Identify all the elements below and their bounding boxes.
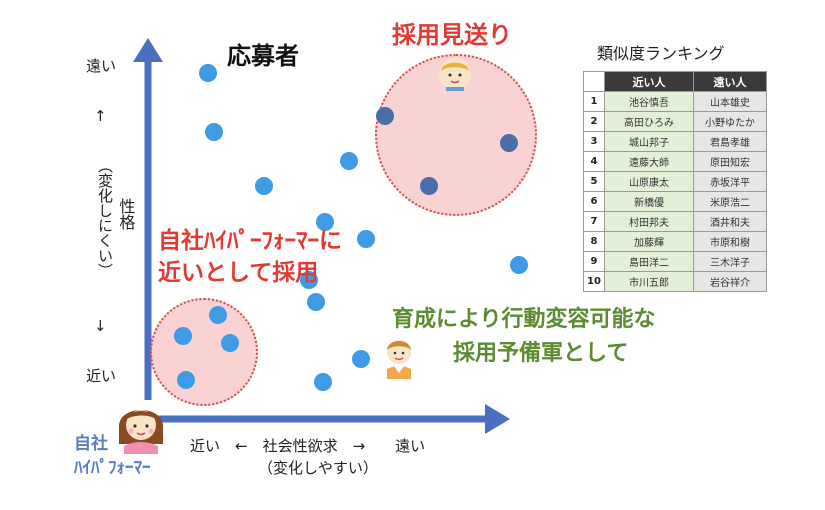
- applicant-point[interactable]: [376, 107, 394, 125]
- applicant-point[interactable]: [174, 327, 192, 345]
- applicant-point[interactable]: [314, 373, 332, 391]
- rank-number: 8: [583, 231, 605, 252]
- man-avatar-icon: [439, 58, 471, 91]
- applicant-point[interactable]: [307, 293, 325, 311]
- applicant-point[interactable]: [300, 271, 318, 289]
- applicant-point[interactable]: [510, 256, 528, 274]
- near-person: 池谷慎吾: [604, 91, 694, 112]
- y-axis-bottom-label: 近い: [86, 367, 117, 385]
- reserve-label-line1: 育成により行動変容可能な: [392, 307, 656, 332]
- woman-avatar-icon: [118, 410, 164, 454]
- applicant-point[interactable]: [209, 306, 227, 324]
- rank-number: 6: [583, 191, 605, 212]
- applicant-point[interactable]: [420, 177, 438, 195]
- near-person: 島田洋二: [604, 251, 694, 272]
- far-person: 原田知宏: [693, 151, 767, 172]
- hire-label-line1: 自社ﾊｲﾊﾟｰﾌｫｰﾏｰに: [158, 228, 342, 254]
- near-person: 市川五郎: [604, 271, 694, 292]
- near-person: 山原康太: [604, 171, 694, 192]
- applicant-point[interactable]: [340, 152, 358, 170]
- applicant-point[interactable]: [352, 350, 370, 368]
- near-person: 加藤輝: [604, 231, 694, 252]
- y-axis-up-arrow: ↑: [94, 107, 107, 125]
- rank-number: 9: [583, 251, 605, 272]
- rank-number: 2: [583, 111, 605, 132]
- rank-number: 5: [583, 171, 605, 192]
- hire-label: 自社ﾊｲﾊﾟｰﾌｫｰﾏｰに 近いとして採用: [158, 225, 342, 289]
- applicant-point[interactable]: [205, 123, 223, 141]
- ranking-title: 類似度ランキング: [597, 44, 725, 63]
- far-person: 赤坂洋平: [693, 171, 767, 192]
- far-person: 山本雄史: [693, 91, 767, 112]
- ranking-header-far: 遠い人: [693, 71, 767, 92]
- y-axis-arrowhead: [133, 38, 163, 62]
- near-person: 村田邦夫: [604, 211, 694, 232]
- far-person: 三木洋子: [693, 251, 767, 272]
- rejected-label: 採用見送り: [392, 21, 512, 49]
- reserve-label-line2: 採用予備軍として: [453, 341, 629, 366]
- y-axis-sub-label: （変化しにくい）: [96, 158, 114, 278]
- origin-label: 自社 ﾊｲﾊﾟﾌｫｰﾏｰ: [74, 432, 151, 480]
- x-axis-sub-label: （変化しやすい）: [258, 459, 378, 477]
- x-axis-arrowhead: [485, 404, 510, 434]
- applicant-point[interactable]: [177, 371, 195, 389]
- y-axis-name: 性格: [116, 198, 136, 230]
- rank-number: 3: [583, 131, 605, 152]
- origin-label-line1: 自社: [74, 434, 108, 454]
- rank-number: 10: [583, 271, 605, 292]
- far-person: 君島孝雄: [693, 131, 767, 152]
- x-axis-label: 近い ← 社会性欲求 → 遠い: [190, 437, 426, 455]
- y-axis-top-label: 遠い: [86, 57, 117, 75]
- applicant-point[interactable]: [357, 230, 375, 248]
- far-person: 市原和樹: [693, 231, 767, 252]
- origin-label-line2: ﾊｲﾊﾟﾌｫｰﾏｰ: [74, 458, 151, 478]
- far-person: 小野ゆたか: [693, 111, 767, 132]
- far-person: 酒井和夫: [693, 211, 767, 232]
- ranking-header-near: 近い人: [604, 71, 694, 92]
- rank-number: 1: [583, 91, 605, 112]
- diagram-title: 応募者: [227, 42, 299, 70]
- hire-cluster: [150, 298, 258, 406]
- applicant-point[interactable]: [500, 134, 518, 152]
- hire-label-line2: 近いとして採用: [158, 260, 319, 286]
- near-person: 遠藤大師: [604, 151, 694, 172]
- near-person: 城山邦子: [604, 131, 694, 152]
- man-avatar-icon: [387, 340, 411, 379]
- applicant-point[interactable]: [255, 177, 273, 195]
- far-person: 米原浩二: [693, 191, 767, 212]
- reserve-label: 育成により行動変容可能な 採用予備軍として: [392, 303, 656, 371]
- rank-number: 7: [583, 211, 605, 232]
- applicant-point[interactable]: [199, 64, 217, 82]
- near-person: 高田ひろみ: [604, 111, 694, 132]
- applicant-point[interactable]: [221, 334, 239, 352]
- ranking-header-rank: [583, 71, 605, 92]
- y-axis-down-arrow: ↓: [94, 317, 107, 335]
- applicant-point[interactable]: [316, 213, 334, 231]
- rank-number: 4: [583, 151, 605, 172]
- far-person: 岩谷祥介: [693, 271, 767, 292]
- near-person: 新橋優: [604, 191, 694, 212]
- ranking-header-row: 近い人 遠い人: [583, 71, 767, 92]
